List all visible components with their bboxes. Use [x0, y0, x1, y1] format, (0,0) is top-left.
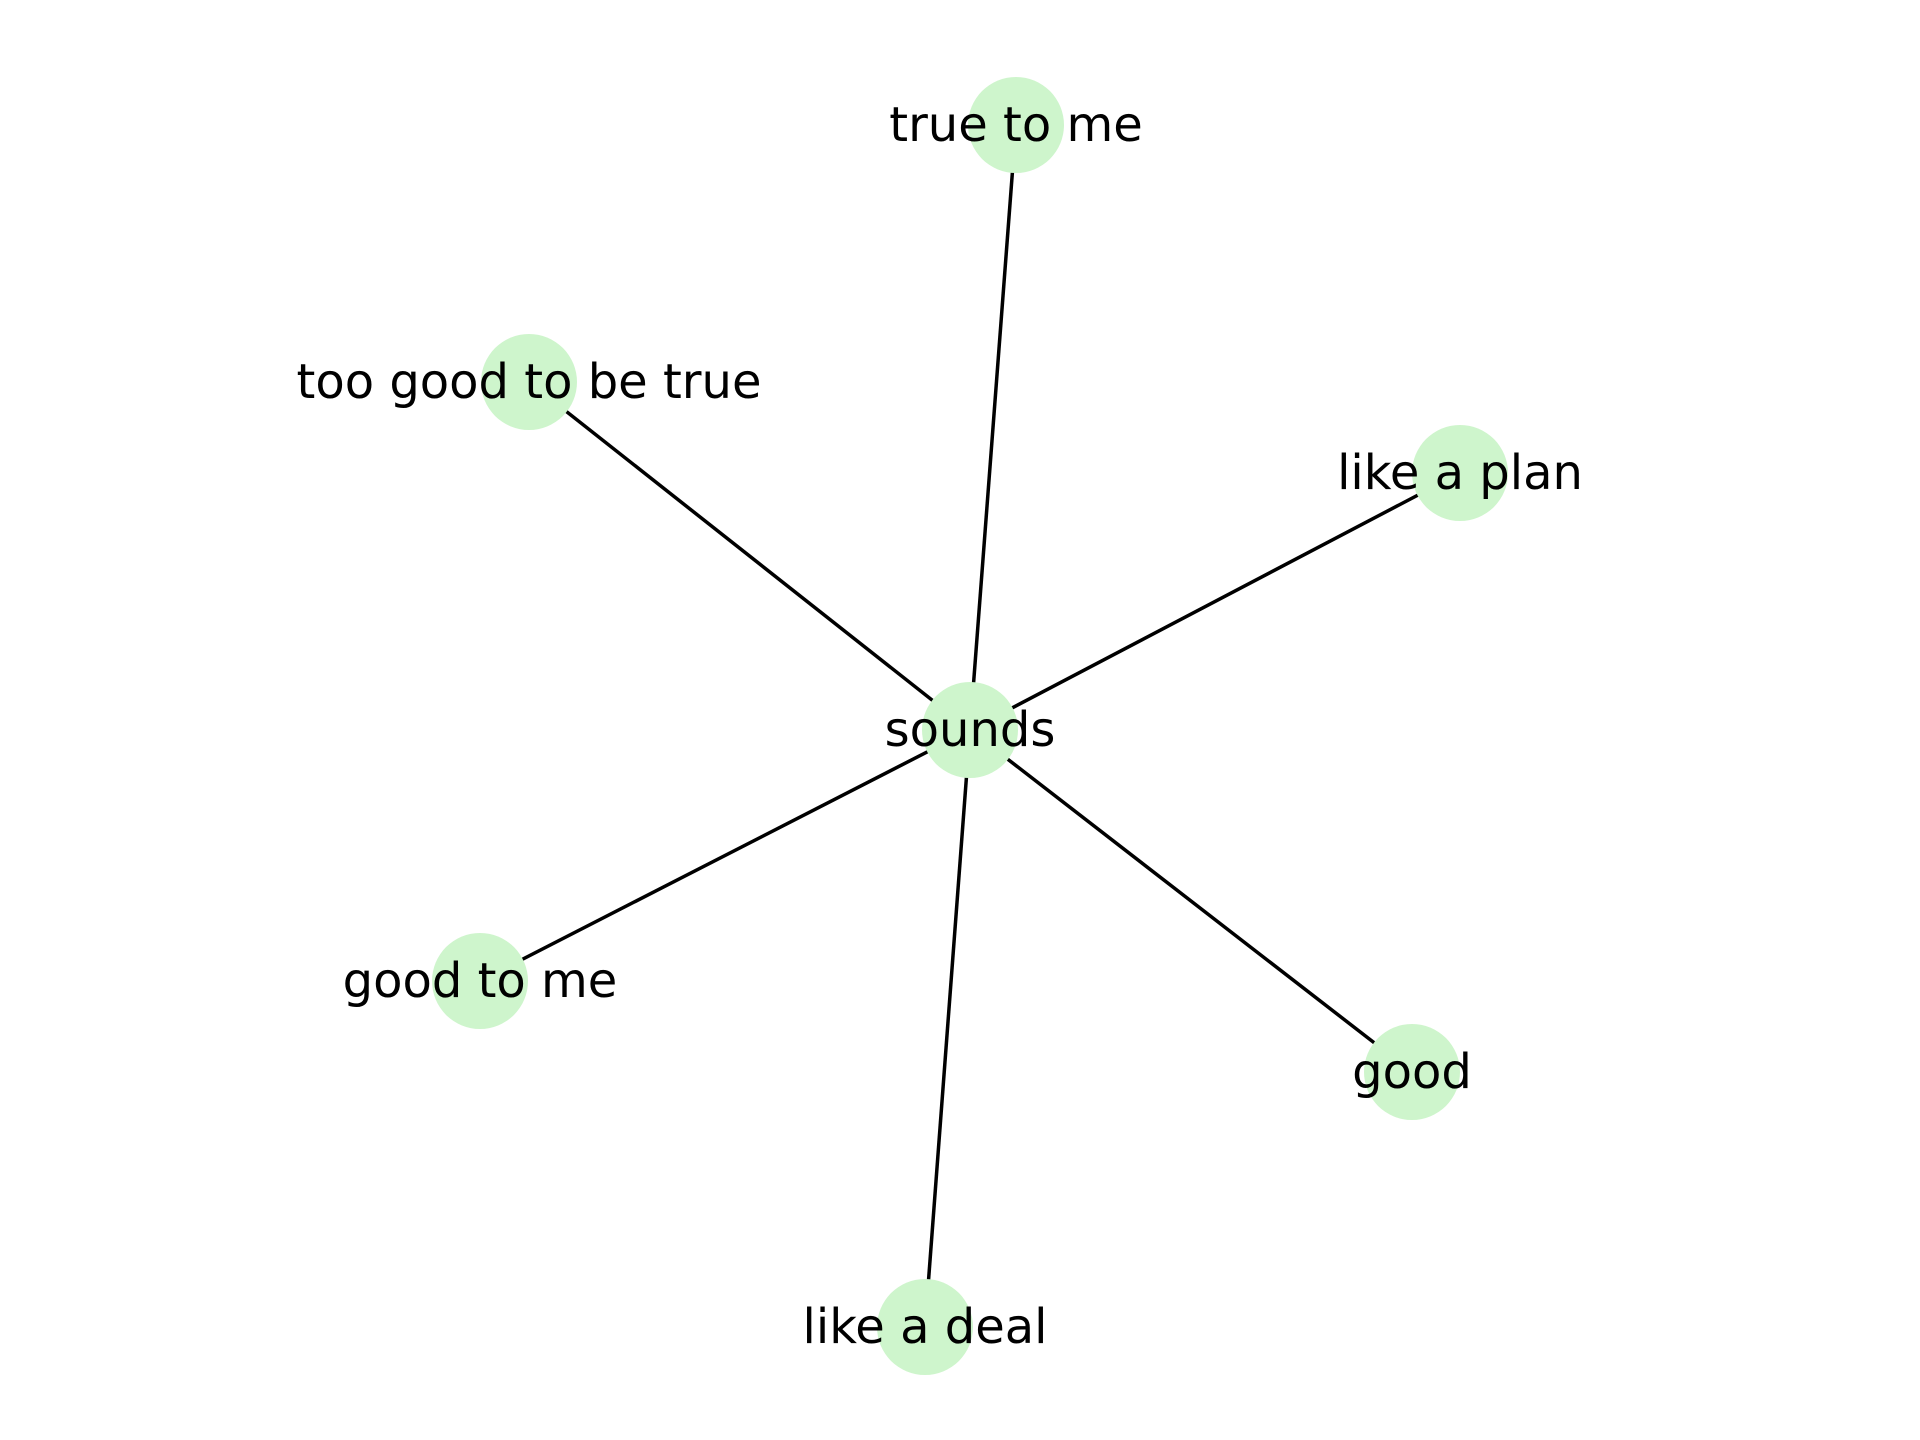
- node-good-to-me: good to me: [343, 933, 618, 1029]
- edges-layer: [479, 124, 1461, 1328]
- node-label-too-good-to-be-true: too good to be true: [297, 354, 762, 410]
- node-label-good-to-me: good to me: [343, 953, 618, 1009]
- node-circle-too-good-to-be-true: [481, 334, 577, 430]
- node-circle-good: [1364, 1024, 1460, 1120]
- edge-sounds-true-to-me: [968, 124, 1018, 731]
- edge-sounds-like-a-deal: [923, 729, 972, 1328]
- node-label-sounds: sounds: [885, 702, 1056, 758]
- node-circle-sounds: [922, 682, 1018, 778]
- node-label-like-a-plan: like a plan: [1337, 445, 1583, 501]
- node-circle-like-a-deal: [877, 1279, 973, 1375]
- nodes-layer: sounds true to me too good to be true like …: [297, 77, 1583, 1375]
- node-like-a-plan: like a plan: [1337, 425, 1583, 521]
- node-like-a-deal: like a deal: [803, 1279, 1048, 1375]
- node-sounds: sounds: [885, 682, 1056, 778]
- edge-sounds-good: [968, 728, 1414, 1074]
- node-circle-like-a-plan: [1412, 425, 1508, 521]
- node-label-good: good: [1352, 1044, 1472, 1100]
- node-circle-true-to-me: [968, 77, 1064, 173]
- edge-sounds-like-a-plan: [969, 471, 1461, 732]
- edge-sounds-too-good-to-be-true: [527, 380, 972, 732]
- node-label-true-to-me: true to me: [889, 97, 1143, 153]
- node-circle-good-to-me: [432, 933, 528, 1029]
- node-label-like-a-deal: like a deal: [803, 1299, 1048, 1355]
- node-good: good: [1352, 1024, 1472, 1120]
- node-too-good-to-be-true: too good to be true: [297, 334, 762, 430]
- node-true-to-me: true to me: [889, 77, 1143, 173]
- edge-sounds-good-to-me: [479, 728, 971, 983]
